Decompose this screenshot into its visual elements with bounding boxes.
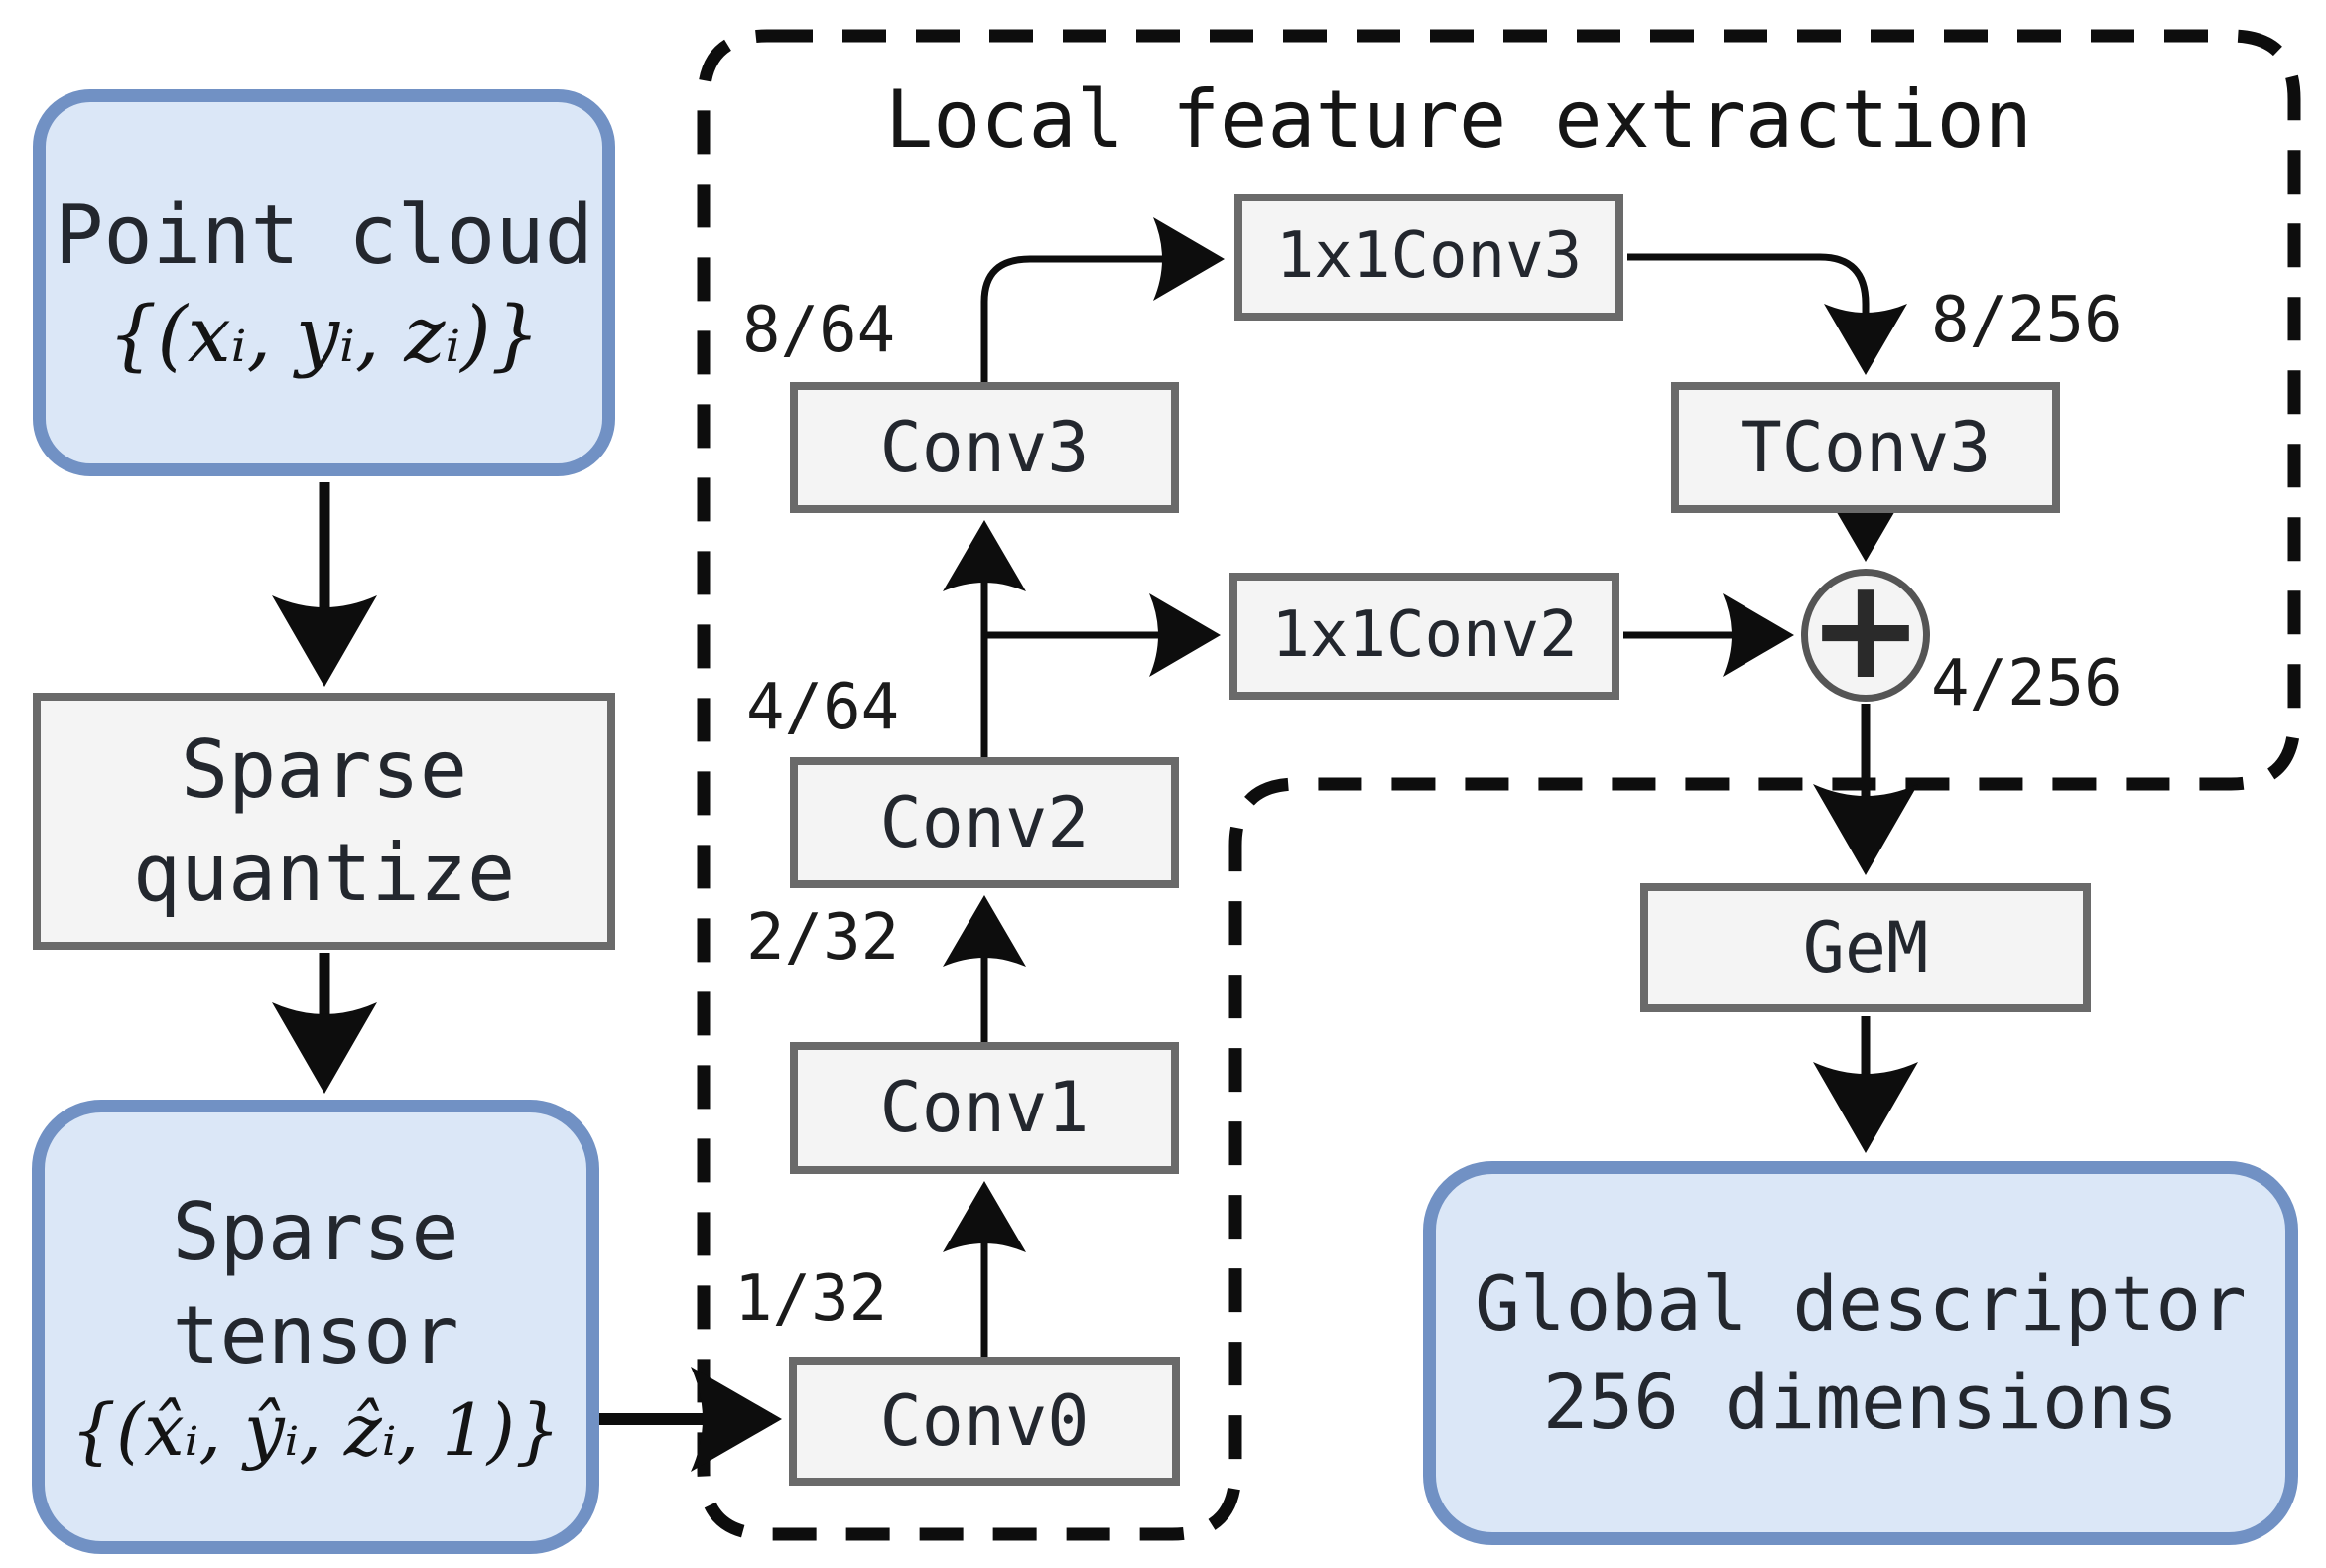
node-gem: GeM xyxy=(1640,883,2091,1012)
edge-conv3-to-1x1conv3 xyxy=(980,217,1225,382)
edge-label-conv0-out: 1/32 xyxy=(734,1262,888,1336)
node-global-descriptor: Global descriptor 256 dimensions xyxy=(1423,1161,2298,1545)
node-1x1conv3: 1x1Conv3 xyxy=(1234,194,1623,321)
node-sparse-tensor: Sparse tensor {(x̂ᵢ, ŷᵢ, ẑᵢ, 1)} xyxy=(32,1100,599,1554)
plus-icon: + xyxy=(1807,549,1924,711)
sparse-quantize-label-line2: quantize xyxy=(132,826,516,919)
node-1x1conv2: 1x1Conv2 xyxy=(1229,573,1619,700)
node-tconv3: TConv3 xyxy=(1671,382,2060,513)
edge-1x1conv3-to-tconv3 xyxy=(1627,253,1907,375)
sparse-tensor-label-line1: Sparse xyxy=(172,1185,459,1278)
conv1-label: Conv1 xyxy=(879,1067,1090,1148)
local-feature-extraction-dashed-border xyxy=(697,29,2301,1541)
edge-label-tconv3-in: 8/256 xyxy=(1931,284,2123,357)
sparse-quantize-label-line1: Sparse xyxy=(181,722,467,816)
edge-label-conv2-out: 4/64 xyxy=(746,671,900,744)
node-conv1: Conv1 xyxy=(790,1042,1179,1174)
node-conv2: Conv2 xyxy=(790,757,1179,888)
node-conv0: Conv0 xyxy=(789,1357,1180,1486)
node-point-cloud: Point cloud {(xᵢ, yᵢ, zᵢ)} xyxy=(33,89,615,476)
conv2-label: Conv2 xyxy=(879,781,1090,863)
sparse-tensor-label-line2: tensor xyxy=(172,1288,459,1381)
1x1conv3-label: 1x1Conv3 xyxy=(1275,219,1583,294)
edge-label-conv3-out: 8/64 xyxy=(742,294,896,367)
section-title-local-feature-extraction: Local feature extraction xyxy=(885,73,2032,166)
gem-label: GeM xyxy=(1802,906,1929,988)
node-sparse-quantize: Sparse quantize xyxy=(33,693,615,950)
sum-node: + xyxy=(1801,561,1930,702)
point-cloud-formula: {(xᵢ, yᵢ, zᵢ)} xyxy=(107,290,541,380)
tconv3-label: TConv3 xyxy=(1740,406,1992,488)
conv0-label: Conv0 xyxy=(879,1379,1090,1462)
point-cloud-label: Point cloud xyxy=(54,188,594,283)
edge-label-sum-out: 4/256 xyxy=(1931,647,2123,720)
global-descriptor-label-line2: 256 dimensions xyxy=(1542,1357,2179,1446)
conv3-label: Conv3 xyxy=(879,406,1090,488)
node-conv3: Conv3 xyxy=(790,382,1179,513)
global-descriptor-label-line1: Global descriptor xyxy=(1475,1258,2247,1348)
sparse-tensor-formula: {(x̂ᵢ, ŷᵢ, ẑᵢ, 1)} xyxy=(70,1387,561,1472)
1x1conv2-label: 1x1Conv2 xyxy=(1271,598,1578,673)
edge-label-conv1-out: 2/32 xyxy=(746,901,900,975)
